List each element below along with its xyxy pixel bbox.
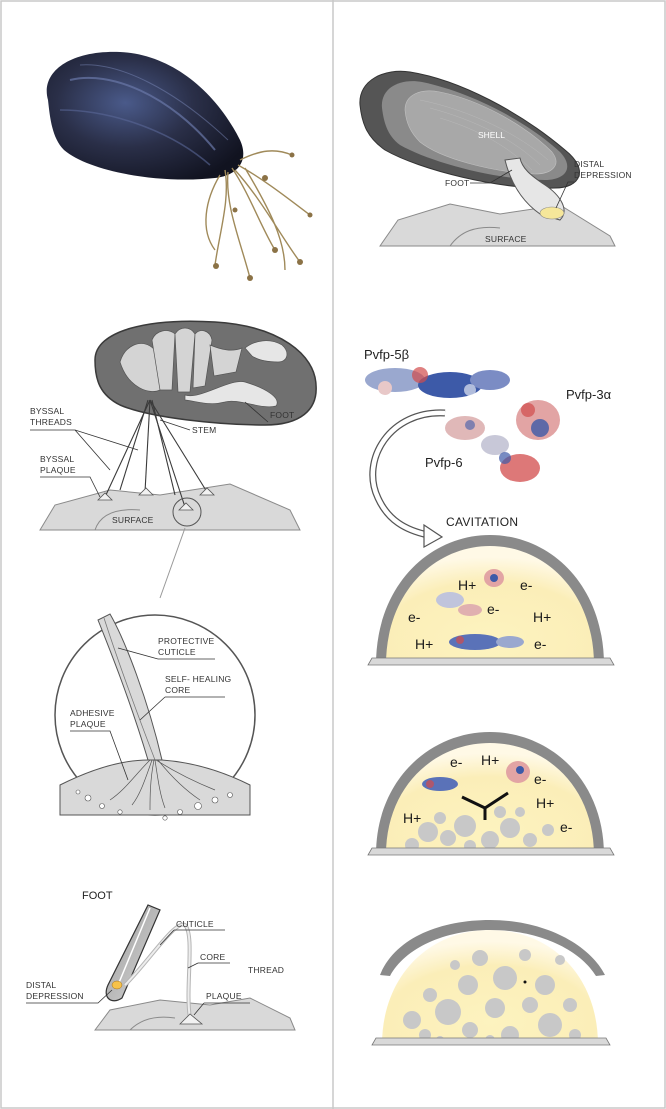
ion-h-6: H+ (403, 810, 421, 826)
label-core: CORE (200, 952, 225, 962)
label-surface-mid: SURFACE (112, 515, 154, 525)
label-cuticle: CUTICLE (176, 919, 214, 929)
label-pvfp-5b: Pvfp-5β (364, 347, 409, 362)
label-self-healing-2: CORE (165, 685, 190, 695)
label-distal-bottom-1: DISTAL (26, 980, 56, 990)
label-thread: THREAD (248, 965, 284, 975)
shell-schematic: SHELL FOOT DISTAL DEPRESSION SURFACE (359, 70, 632, 247)
label-adhesive-1: ADHESIVE (70, 708, 115, 718)
label-byssal-threads-1: BYSSAL (30, 406, 64, 416)
ion-h-3: H+ (415, 636, 433, 652)
plaque-bottom (179, 1013, 204, 1025)
distal-depression-bottom (111, 980, 123, 990)
byssal-plaques (97, 487, 215, 511)
label-byssal-plaque-2: PLAQUE (40, 465, 76, 475)
label-adhesive-2: PLAQUE (70, 719, 106, 729)
label-plaque: PLAQUE (206, 991, 242, 1001)
ion-e-2: e- (408, 609, 421, 625)
ion-h-4: H+ (481, 752, 499, 768)
proteins-dome-1 (436, 569, 524, 650)
anatomy-schematic: BYSSAL THREADS BYSSAL PLAQUE STEM FOOT S… (30, 320, 317, 599)
zoom-circle-small (172, 497, 202, 527)
foot-thread-schematic: FOOT CUTICLE CORE THREAD PLAQUE DISTAL D… (26, 890, 296, 1031)
label-distal-2: DEPRESSION (574, 170, 632, 180)
dome-1: H+ e- e- e- H+ H+ e- (367, 535, 615, 666)
foot-schematic (504, 157, 565, 221)
label-cavitation: CAVITATION (446, 515, 518, 529)
thread-zoom: PROTECTIVE CUTICLE SELF- HEALING CORE AD… (54, 613, 256, 821)
label-foot-bottom: FOOT (82, 890, 113, 902)
distal-depression-spot (539, 206, 565, 220)
label-byssal-threads-2: THREADS (30, 417, 72, 427)
protein-pvfp-5b (365, 367, 510, 398)
label-protective-2: CUTICLE (158, 647, 196, 657)
byssal-threads (104, 399, 208, 508)
label-shell: SHELL (478, 130, 505, 140)
label-foot-mid: FOOT (270, 410, 294, 420)
zoom-connector (159, 527, 186, 599)
ion-e-1: e- (520, 577, 533, 593)
proteins-dome-2 (422, 761, 530, 791)
label-foot-top: FOOT (445, 178, 469, 188)
protein-pvfp-3a (516, 400, 560, 440)
merge-arrow (461, 791, 509, 820)
label-pvfp-6: Pvfp-6 (425, 455, 463, 470)
particles-dome-2 (405, 806, 554, 852)
protein-pvfp-6 (445, 416, 540, 482)
protein-panel: Pvfp-5β Pvfp-3α Pvfp-6 CAVITATION (364, 347, 612, 549)
surface-rock-mid (39, 483, 301, 531)
dome-2: e- H+ e- H+ H+ e- (367, 732, 615, 856)
label-distal-bottom-2: DEPRESSION (26, 991, 84, 1001)
label-byssal-plaque-1: BYSSAL (40, 454, 74, 464)
ion-h-1: H+ (458, 577, 476, 593)
foot-probe (105, 904, 161, 1002)
ion-e-4: e- (534, 636, 547, 652)
ion-e-3: e- (487, 601, 500, 617)
label-protective-1: PROTECTIVE (158, 636, 214, 646)
ion-h-2: H+ (533, 609, 551, 625)
cavitation-arrow (369, 409, 446, 539)
label-surface-top: SURFACE (485, 234, 527, 244)
ion-e-5: e- (450, 754, 463, 770)
ion-e-6: e- (534, 771, 547, 787)
label-pvfp-3a: Pvfp-3α (566, 387, 612, 402)
ion-h-5: H+ (536, 795, 554, 811)
label-stem: STEM (192, 425, 216, 435)
gills (119, 327, 243, 393)
ion-e-7: e- (560, 819, 573, 835)
foot-mid (184, 381, 278, 408)
mussel-photo (46, 51, 313, 281)
label-self-healing-1: SELF- HEALING (165, 674, 231, 684)
dome-3 (371, 920, 611, 1046)
label-distal-1: DISTAL (574, 159, 604, 169)
